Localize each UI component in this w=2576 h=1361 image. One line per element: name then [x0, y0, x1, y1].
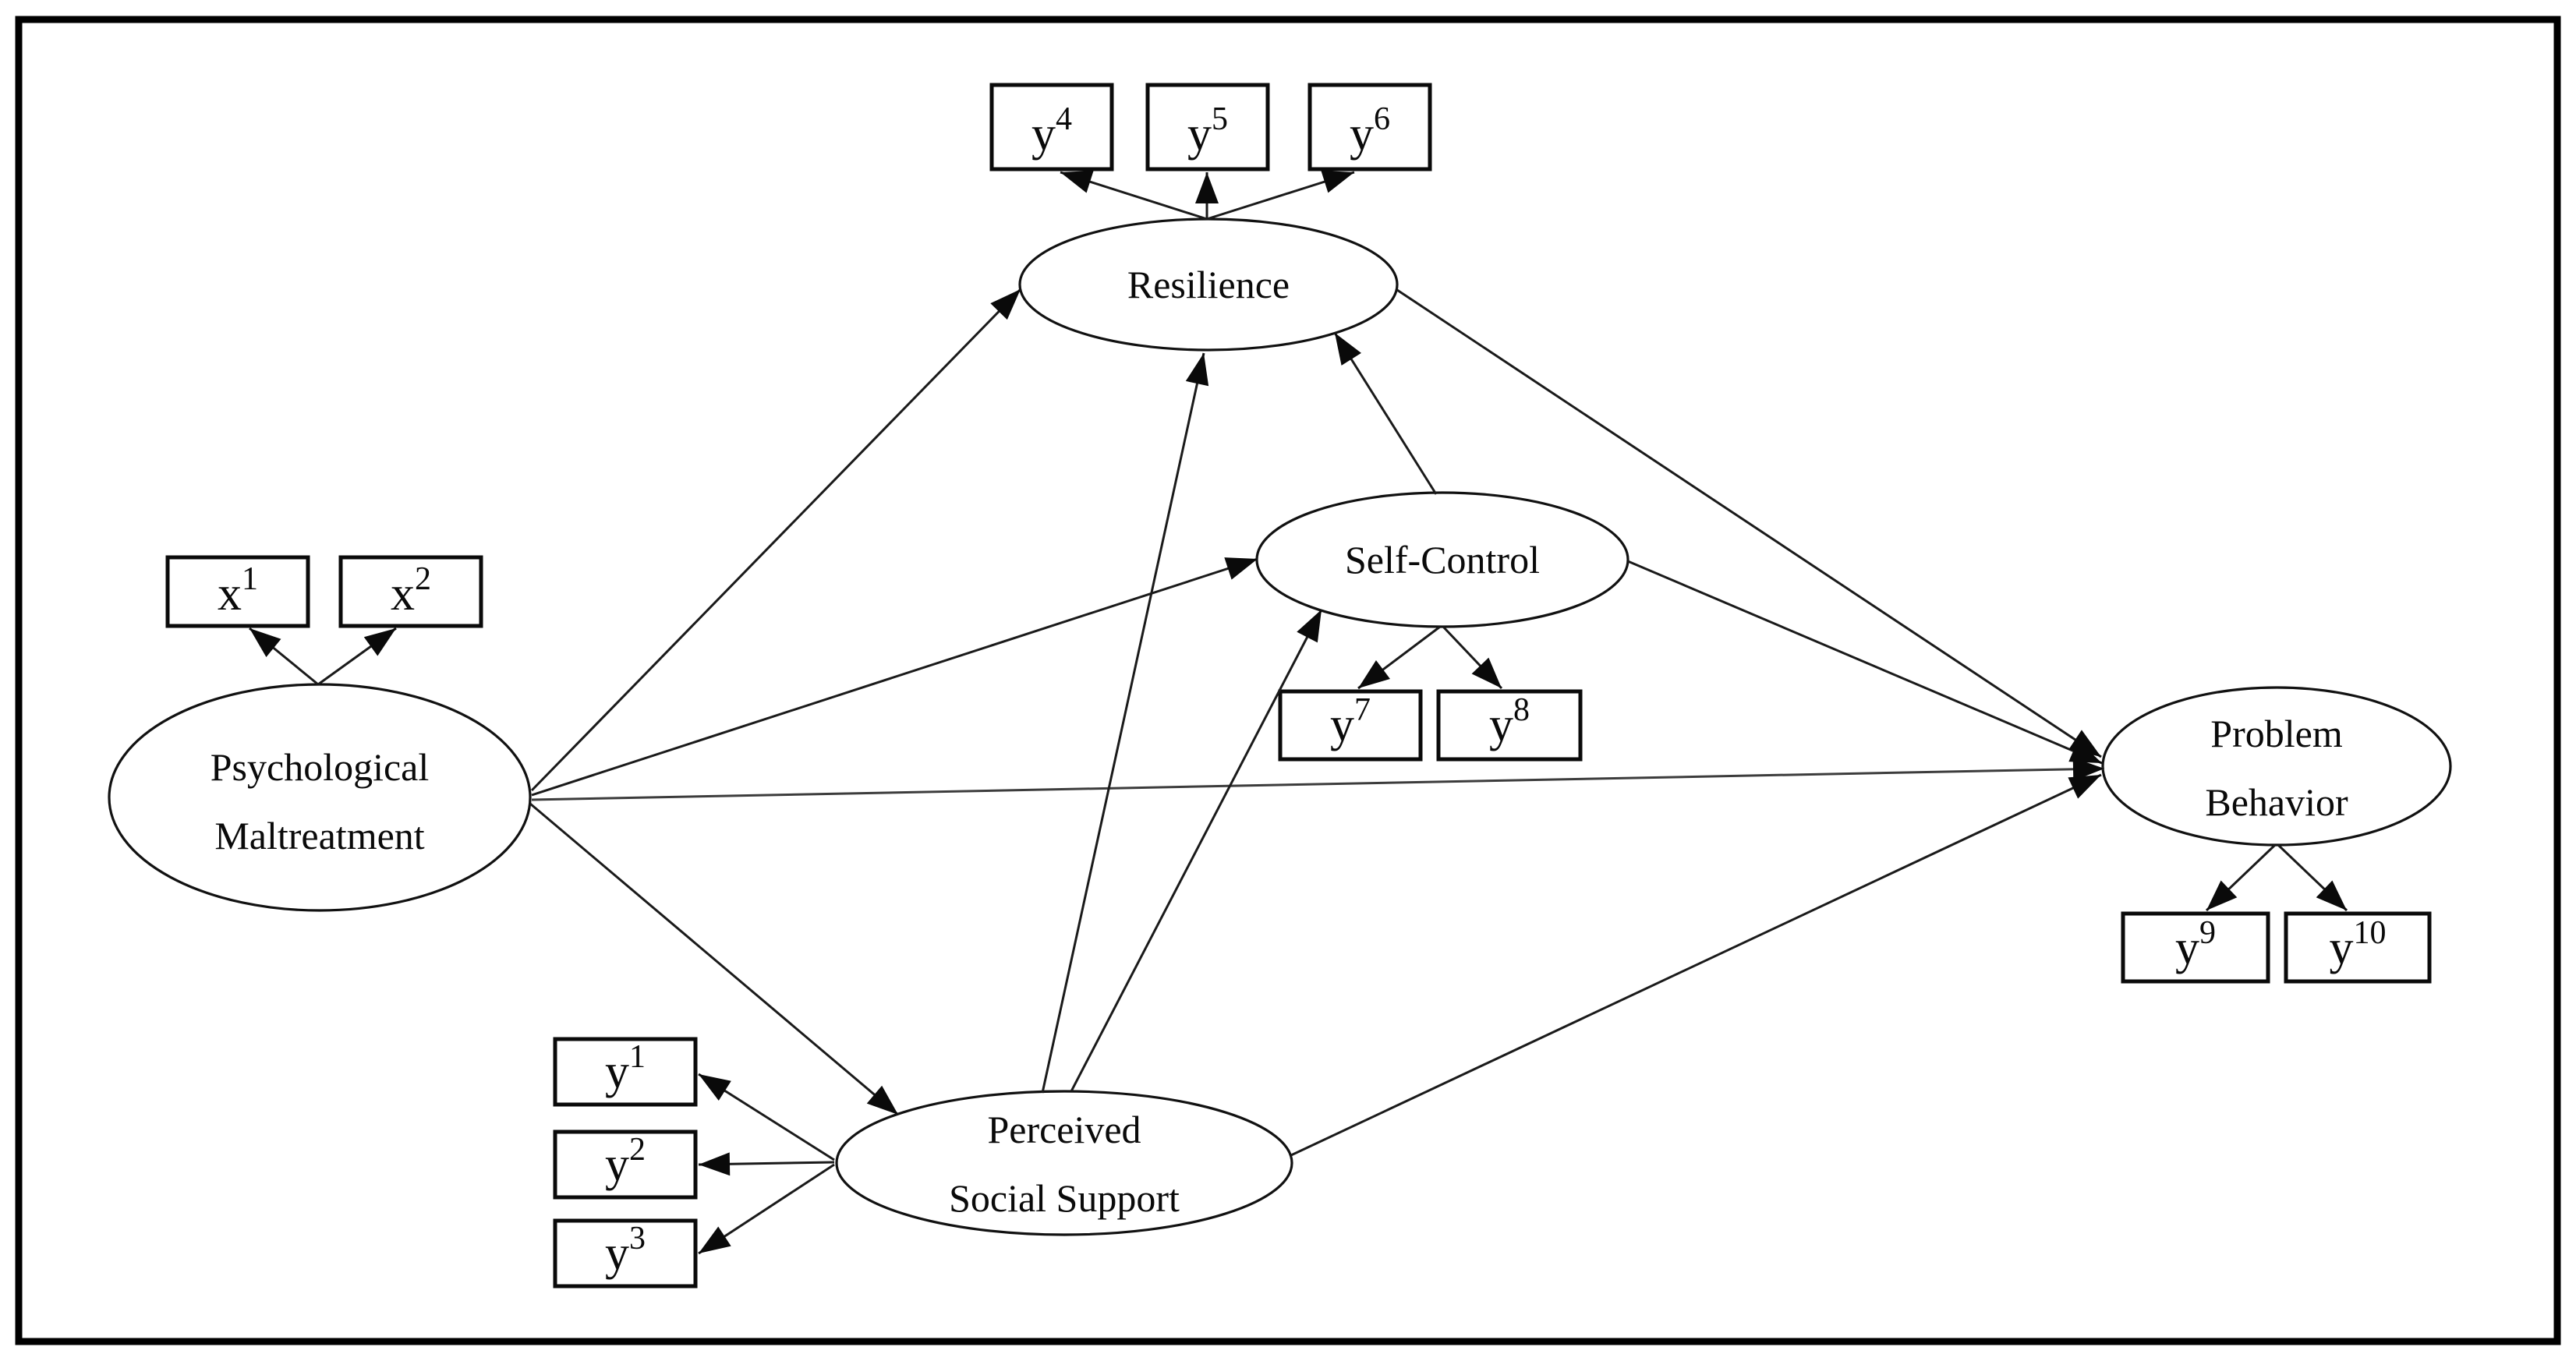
psychological-maltreatment-label-line2: Maltreatment: [214, 814, 424, 857]
path-resilience-to-problem-behavior: [1396, 288, 2102, 758]
y3-label: y3: [605, 1221, 646, 1280]
path-pm-to-x2: [317, 627, 397, 686]
indicator-y9: y9: [2121, 911, 2270, 984]
x1-label: x1: [218, 561, 258, 620]
indicator-y8: y8: [1436, 689, 1583, 762]
y3-box: [553, 1218, 698, 1289]
indicator-y5: y5: [1145, 83, 1270, 171]
path-problem-behavior-to-y9: [2205, 843, 2277, 912]
latent-perceived-social-support: Perceived Social Support: [835, 1090, 1293, 1236]
indicator-x1: x1: [165, 555, 310, 628]
path-pss-to-y3: [698, 1163, 835, 1255]
y2-label: y2: [605, 1132, 646, 1191]
path-self-control-to-problem-behavior: [1627, 560, 2103, 765]
perceived-social-support-label-line2: Social Support: [949, 1176, 1180, 1220]
y9-box: [2121, 911, 2270, 984]
indicator-y4: y4: [989, 83, 1114, 171]
perceived-social-support-label-line1: Perceived: [987, 1108, 1141, 1151]
y10-box: [2284, 911, 2432, 984]
indicator-y6: y6: [1307, 83, 1432, 171]
indicator-y1: y1: [553, 1037, 698, 1107]
indicator-x2: x2: [338, 555, 483, 628]
outer-frame: [15, 16, 2561, 1345]
y7-label: y7: [1330, 692, 1371, 751]
y4-label: y4: [1031, 101, 1072, 161]
path-resilience-to-y6: [1206, 170, 1355, 221]
psychological-maltreatment-ellipse: [108, 683, 532, 912]
problem-behavior-label-line2: Behavior: [2205, 780, 2348, 824]
path-resilience-to-y4: [1060, 170, 1208, 221]
indicator-y10: y10: [2284, 911, 2432, 984]
problem-behavior-label-line1: Problem: [2210, 712, 2343, 755]
y1-box: [553, 1037, 698, 1107]
y6-box: [1307, 83, 1432, 171]
self-control-label: Self-Control: [1345, 538, 1540, 582]
y4-box: [989, 83, 1114, 171]
path-pss-to-self-control: [1070, 609, 1323, 1092]
y8-box: [1436, 689, 1583, 762]
y9-label: y9: [2175, 915, 2216, 974]
path-pm-to-self-control: [531, 557, 1258, 797]
path-pss-to-y1: [698, 1073, 835, 1161]
indicator-y7: y7: [1278, 689, 1423, 762]
y5-box: [1145, 83, 1270, 171]
indicator-y2: y2: [553, 1129, 698, 1200]
x2-box: [338, 555, 483, 628]
y6-label: y6: [1350, 101, 1390, 161]
indicator-y3: y3: [553, 1218, 698, 1289]
path-pss-to-resilience: [1041, 352, 1209, 1094]
path-pss-to-problem-behavior: [1290, 773, 2102, 1157]
path-pm-to-x1: [249, 627, 319, 686]
y8-label: y8: [1489, 692, 1530, 751]
path-self-control-to-resilience: [1333, 332, 1438, 495]
x1-box: [165, 555, 310, 628]
latent-self-control: Self-Control: [1255, 491, 1629, 628]
x2-label: x2: [391, 561, 431, 620]
path-pss-to-y2: [698, 1152, 835, 1176]
path-self-control-to-y7: [1357, 625, 1441, 690]
path-pm-to-perceived-social-support: [529, 802, 899, 1116]
y2-box: [553, 1129, 698, 1200]
latent-problem-behavior: Problem Behavior: [2101, 686, 2452, 847]
perceived-social-support-ellipse: [835, 1090, 1293, 1236]
path-problem-behavior-to-y10: [2277, 843, 2348, 912]
y10-label: y10: [2330, 915, 2387, 974]
path-self-control-to-y8: [1442, 625, 1503, 690]
latent-psychological-maltreatment: Psychological Maltreatment: [108, 683, 532, 912]
y1-label: y1: [605, 1039, 646, 1098]
path-pm-to-resilience: [530, 288, 1022, 792]
path-pm-to-problem-behavior: [531, 757, 2105, 801]
psychological-maltreatment-label-line1: Psychological: [211, 745, 430, 789]
resilience-label: Resilience: [1127, 263, 1290, 306]
y5-label: y5: [1187, 101, 1228, 161]
y7-box: [1278, 689, 1423, 762]
latent-resilience: Resilience: [1018, 217, 1399, 352]
